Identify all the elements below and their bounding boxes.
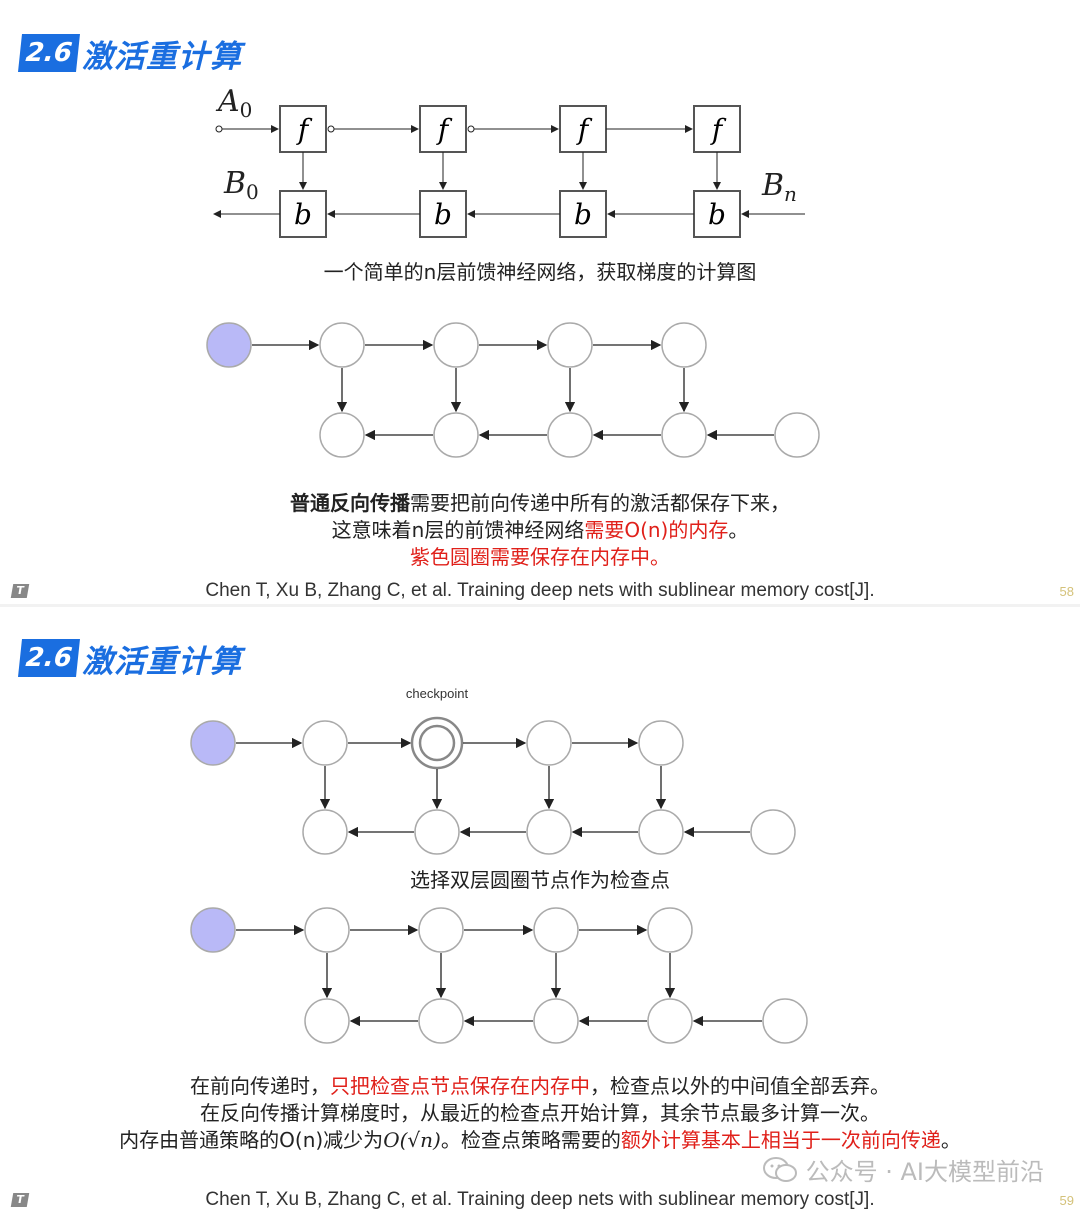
citation: Chen T, Xu B, Zhang C, et al. Training d… xyxy=(205,580,875,601)
f-node-2: f xyxy=(419,105,467,153)
graph-caption: 一个简单的n层前馈神经网络，获取梯度的计算图 xyxy=(323,260,757,284)
forward-node-4 xyxy=(638,720,684,766)
slide58-footer: T Chen T, Xu B, Zhang C, et al. Training… xyxy=(0,578,1080,606)
checkpoint-label: checkpoint xyxy=(406,686,469,701)
backward-node-2 xyxy=(433,412,479,458)
f-node-1: f xyxy=(279,105,327,153)
backward-node-2 xyxy=(414,809,460,855)
slide-title: 2.6 激活重计算 xyxy=(18,32,243,75)
backward-node-4 xyxy=(647,998,693,1044)
section-number: 2.6 xyxy=(18,639,81,677)
bn-label: Bn xyxy=(761,168,797,206)
input-node-saved xyxy=(190,907,236,953)
backward-node-3 xyxy=(547,412,593,458)
backward-node-5 xyxy=(774,412,820,458)
svg-text:b: b xyxy=(574,198,592,231)
checkpoint-caption: 选择双层圆圈节点作为检查点 xyxy=(410,868,670,892)
citation: Chen T, Xu B, Zhang C, et al. Training d… xyxy=(205,1189,875,1210)
recompute-node-graph xyxy=(190,907,808,1044)
backward-node-3 xyxy=(526,809,572,855)
backward-node-4 xyxy=(638,809,684,855)
b-node-4: b xyxy=(693,190,741,238)
forward-node-1 xyxy=(319,322,365,368)
page-number: 58 xyxy=(1059,584,1074,599)
b-node-1: b xyxy=(279,190,327,238)
forward-node-1 xyxy=(304,907,350,953)
b-node-3: b xyxy=(559,190,607,238)
checkpoint-node xyxy=(410,716,464,770)
b0-label: B0 xyxy=(223,166,259,204)
svg-text:b: b xyxy=(434,198,452,231)
forward-node-3 xyxy=(533,907,579,953)
forward-node-4 xyxy=(661,322,707,368)
backward-node-5 xyxy=(750,809,796,855)
page-number: 59 xyxy=(1059,1193,1074,1208)
section-number: 2.6 xyxy=(18,34,81,72)
checkpoint-graph: checkpoint xyxy=(190,686,796,855)
f-node-4: f xyxy=(693,105,741,153)
svg-text:b: b xyxy=(294,198,312,231)
backward-node-1 xyxy=(302,809,348,855)
input-node-saved xyxy=(206,322,252,368)
section-title: 激活重计算 xyxy=(82,643,243,680)
backward-node-4 xyxy=(661,412,707,458)
slide-separator xyxy=(0,604,1080,607)
forward-node-4 xyxy=(647,907,693,953)
slide58-explanation: 普通反向传播需要把前向传递中所有的激活都保存下来， 这意味着n层的前馈神经网络需… xyxy=(290,491,790,569)
forward-node-2 xyxy=(433,322,479,368)
input-node-saved xyxy=(190,720,236,766)
svg-text:b: b xyxy=(708,198,726,231)
backward-node-2 xyxy=(418,998,464,1044)
backward-node-5 xyxy=(762,998,808,1044)
wechat-watermark: 公众号 · AI大模型前沿 xyxy=(762,1152,1044,1187)
slide-title: 2.6 激活重计算 xyxy=(18,637,243,680)
forward-node-2 xyxy=(418,907,464,953)
slide-59: 2.6 激活重计算 checkpoint xyxy=(0,607,1080,1215)
wechat-icon xyxy=(762,1156,797,1182)
forward-node-1 xyxy=(302,720,348,766)
backward-node-1 xyxy=(304,998,350,1044)
memory-node-graph xyxy=(206,322,820,458)
a0-label: A0 xyxy=(215,85,252,122)
f-node-3: f xyxy=(559,105,607,153)
section-title: 激活重计算 xyxy=(82,38,243,75)
backward-node-1 xyxy=(319,412,365,458)
slide59-footer: T Chen T, Xu B, Zhang C, et al. Training… xyxy=(0,1187,1080,1215)
slide59-explanation: 在前向传递时，只把检查点节点保存在内存中，检查点以外的中间值全部丢弃。 在反向传… xyxy=(119,1074,961,1152)
slide-58: 2.6 激活重计算 A0 f f f f b b b b xyxy=(0,0,1080,605)
backward-node-3 xyxy=(533,998,579,1044)
forward-backward-graph: A0 f f f f b b b b B0 Bn xyxy=(213,85,805,238)
forward-node-3 xyxy=(526,720,572,766)
b-node-2: b xyxy=(419,190,467,238)
forward-node-3 xyxy=(547,322,593,368)
